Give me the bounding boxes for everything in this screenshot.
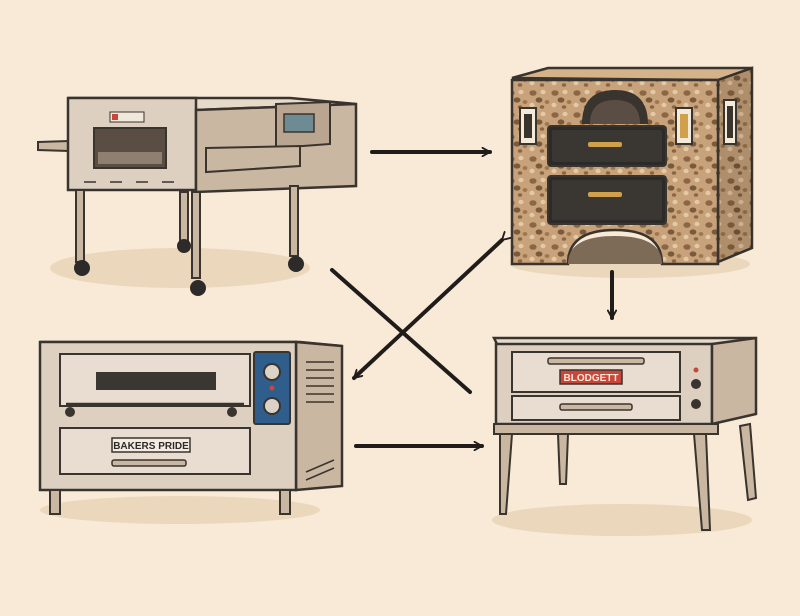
brand-badge	[111, 437, 191, 453]
caster-wheel	[288, 256, 304, 272]
leg	[556, 433, 570, 485]
knob-icon	[263, 363, 281, 381]
leg	[692, 433, 712, 531]
lower-oven-door	[511, 395, 681, 421]
leg	[279, 489, 291, 515]
dial-icon	[691, 399, 701, 409]
side-vents	[305, 361, 335, 481]
arrow-brick-to-bakers-pride	[352, 240, 502, 380]
oven-window	[96, 372, 216, 390]
oven-opening-rack	[98, 152, 162, 164]
shadow	[40, 496, 320, 524]
conveyor-belt-right	[205, 144, 301, 174]
leg	[191, 191, 201, 279]
caster-wheel	[190, 280, 206, 296]
lower-door-handle	[588, 192, 622, 197]
leg	[499, 433, 514, 515]
base-rail	[493, 423, 719, 435]
shadow	[492, 504, 752, 536]
indicator-light	[693, 367, 699, 373]
upper-door-handle	[588, 142, 622, 147]
leg	[289, 185, 299, 257]
oven-top	[511, 66, 753, 82]
oven-side	[294, 340, 344, 492]
caster-wheel	[177, 239, 191, 253]
brand-badge-text: BLODGETT	[564, 373, 619, 384]
caster-wheel	[74, 260, 90, 276]
upper-door-handle	[547, 357, 645, 365]
oven-side	[710, 336, 758, 426]
leg	[49, 489, 61, 515]
dial-icon	[691, 379, 701, 389]
brick-oven	[510, 66, 754, 278]
blodgett-oven: BLODGETT	[491, 336, 758, 536]
oven-arch	[568, 236, 662, 264]
lower-door-handle	[559, 403, 633, 411]
control-panel-icon	[283, 113, 315, 133]
bakers-pride-oven: BAKERS PRIDE	[38, 340, 344, 524]
brand-badge	[559, 369, 623, 385]
brand-plate-logo	[112, 114, 118, 120]
leg	[738, 422, 758, 502]
shadow	[50, 248, 310, 288]
indicator-light	[269, 385, 275, 391]
knob-icon	[263, 397, 281, 415]
lower-door-handle	[111, 459, 187, 467]
leg	[75, 189, 85, 263]
conveyor-oven	[37, 96, 358, 296]
brand-plate	[109, 111, 145, 123]
brand-badge-text: BAKERS PRIDE	[113, 441, 189, 452]
edges	[330, 152, 612, 446]
